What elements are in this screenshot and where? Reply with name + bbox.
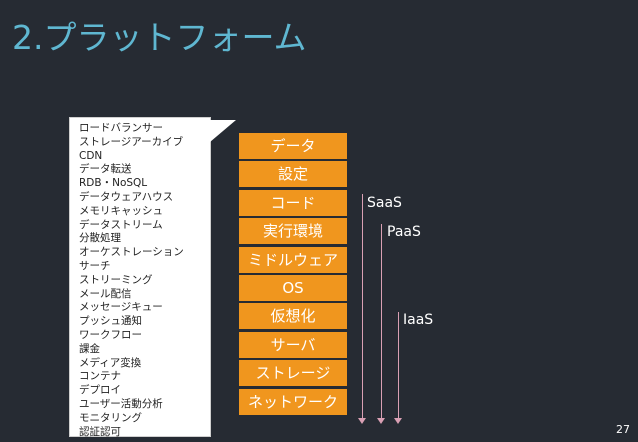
layer-storage: ストレージ xyxy=(239,360,347,387)
service-item: サーチ xyxy=(79,259,111,272)
saas-range-line xyxy=(362,194,363,418)
layer-virtualization: 仮想化 xyxy=(239,303,347,330)
layer-runtime: 実行環境 xyxy=(239,218,347,245)
service-item: ユーザー活動分析 xyxy=(79,397,163,410)
layer-network: ネットワーク xyxy=(239,388,347,415)
service-item: デプロイ xyxy=(79,384,121,397)
service-item: ストリーミング xyxy=(79,273,153,286)
layer-config: 設定 xyxy=(239,161,347,188)
paas-arrow-head xyxy=(377,418,385,424)
iaas-range-line xyxy=(398,312,399,418)
saas-label: SaaS xyxy=(367,195,402,211)
service-item: 認証認可 xyxy=(79,425,121,438)
iaas-label: IaaS xyxy=(403,312,434,328)
service-item: コンテナ xyxy=(79,370,121,383)
layer-data: データ xyxy=(239,133,347,159)
service-item: メディア変換 xyxy=(79,356,142,369)
service-item: データウェアハウス xyxy=(79,190,174,203)
page-number: 27 xyxy=(616,423,630,436)
service-item: 課金 xyxy=(79,342,100,355)
service-item: データストリーム xyxy=(79,218,163,231)
iaas-arrow-head xyxy=(394,418,402,424)
service-item: ワークフロー xyxy=(79,328,142,341)
saas-arrow-head xyxy=(358,418,366,424)
service-item: CDN xyxy=(79,149,103,162)
layer-server: サーバ xyxy=(239,331,347,358)
callout-tail xyxy=(210,120,236,142)
service-item: プッシュ通知 xyxy=(79,315,142,328)
service-item: メール配信 xyxy=(79,287,132,300)
layer-middleware: ミドルウェア xyxy=(239,246,347,273)
paas-range-line xyxy=(381,224,382,418)
service-item: ストレージアーカイブ xyxy=(79,135,184,148)
service-item: メモリキャッシュ xyxy=(79,204,163,217)
layer-os: OS xyxy=(239,274,347,301)
service-item: メッセージキュー xyxy=(79,301,163,314)
layer-code: コード xyxy=(239,189,347,216)
slide-title: 2.プラットフォーム xyxy=(12,18,307,57)
paas-label: PaaS xyxy=(387,224,421,240)
service-item: RDB・NoSQL xyxy=(79,177,148,190)
service-item: モニタリング xyxy=(79,411,142,424)
service-item: ロードバランサー xyxy=(79,122,163,134)
service-item: 分散処理 xyxy=(79,232,121,245)
service-item: データ転送 xyxy=(79,163,132,176)
service-item: オーケストレーション xyxy=(79,246,184,259)
service-list-callout: ロードバランサー ストレージアーカイブ CDN データ転送 RDB・NoSQL … xyxy=(69,117,211,438)
layer-stack: データ 設定 コード 実行環境 ミドルウェア OS 仮想化 サーバ ストレージ … xyxy=(239,133,347,417)
